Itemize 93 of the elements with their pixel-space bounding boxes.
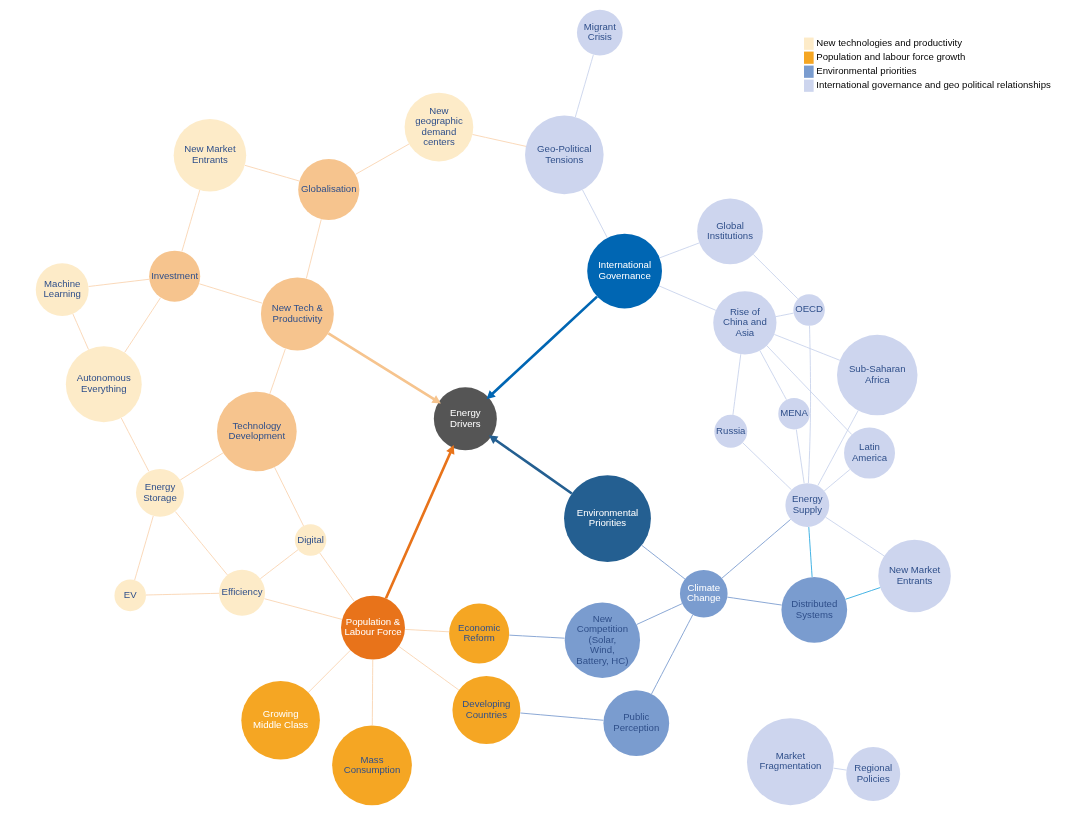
connector (269, 348, 286, 395)
node-circle: Energy Storage (136, 468, 184, 517)
connector (404, 628, 450, 633)
node-circle: Growing Middle Class (241, 681, 320, 760)
connector (658, 285, 717, 311)
connector (766, 345, 853, 435)
connector (752, 254, 799, 300)
connector (659, 242, 700, 259)
node-circle: New Competition (Solar, Wind, Battery, HC) (564, 602, 641, 678)
arrow (327, 332, 441, 404)
node-circle: Developing Countries (452, 676, 521, 744)
connector (174, 511, 228, 576)
node-circle: Market Fragmentation (746, 718, 834, 806)
legend-label: New technologies and productivity (816, 37, 963, 49)
connector (120, 417, 150, 472)
connector (355, 143, 410, 175)
connector (833, 767, 847, 771)
node-circle: Machine Learning (35, 263, 89, 317)
node-circle: Russia (714, 414, 748, 448)
node-circle: Energy Supply (785, 483, 830, 527)
connector (721, 519, 791, 579)
connector (582, 189, 608, 239)
connector (145, 592, 220, 596)
node-circle: Population & Labour Force (341, 595, 405, 660)
connector (72, 313, 89, 350)
node-circle: Technology Development (217, 391, 297, 472)
connector (823, 469, 851, 492)
node-circle: Public Perception (603, 690, 670, 757)
connector (259, 549, 299, 580)
connector (636, 603, 683, 625)
arrow (384, 445, 455, 599)
connector (179, 452, 224, 481)
node-circle: Latin America (844, 427, 895, 479)
connector (198, 283, 263, 304)
connector (808, 526, 813, 578)
connector (759, 350, 787, 401)
connector (519, 712, 604, 721)
connector (319, 552, 355, 602)
node-circle: Climate Change (679, 569, 728, 618)
connector (274, 466, 304, 527)
legend-label: Environmental priorities (816, 65, 917, 77)
node-circle: Migrant Crisis (576, 9, 623, 56)
node-circle: New Market Entrants (173, 119, 247, 192)
connector (398, 646, 460, 691)
node-circle: Efficiency (219, 569, 266, 616)
connector (244, 164, 300, 182)
connector (264, 598, 343, 620)
node-circle: Sub-Saharan Africa (837, 334, 918, 416)
connector (574, 54, 594, 118)
arrow (486, 295, 598, 400)
node-circle: OECD (793, 294, 825, 326)
node-circle: New Market Entrants (878, 539, 951, 613)
node-circle: EV (114, 579, 146, 612)
legend-label: International governance and geo political relationships (816, 79, 1051, 91)
connector (845, 587, 881, 600)
connector (775, 312, 794, 318)
connector (732, 353, 742, 416)
connector (508, 634, 566, 639)
node-circle: New Tech & Productivity (260, 277, 334, 351)
connector (795, 428, 805, 484)
legend-label: Population and labour force growth (816, 51, 966, 63)
connector (371, 659, 374, 726)
connector (472, 134, 527, 147)
node-circle: MENA (778, 397, 810, 430)
node-circle: Regional Policies (846, 747, 901, 802)
connector (726, 596, 783, 606)
connector (817, 410, 859, 487)
node-circle: International Governance (587, 233, 662, 309)
arrow (488, 435, 573, 495)
node-circle: Investment (149, 250, 201, 302)
connector (807, 325, 811, 484)
connector (124, 297, 161, 353)
node-circle: Mass Consumption (332, 725, 412, 806)
node-circle: New geographic demand centers (404, 92, 474, 162)
node-circle: Environmental Priorities (564, 475, 651, 562)
connector (305, 218, 322, 279)
connector (651, 614, 694, 695)
node-circle: Geo-Political Tensions (525, 115, 604, 195)
node-circle: Globalisation (298, 158, 360, 221)
connector (134, 515, 154, 581)
node-circle: Digital (294, 524, 327, 556)
connector (825, 516, 885, 557)
connector (742, 442, 792, 491)
connector (641, 544, 686, 580)
connector (88, 278, 150, 287)
node-circle: Economic Reform (449, 603, 510, 664)
connector (181, 189, 201, 252)
node-circle: Autonomous Everything (65, 346, 142, 423)
node-circle: Distributed Systems (781, 576, 848, 643)
connector (773, 334, 841, 361)
node-circle: Rise of China and Asia (713, 291, 777, 355)
connector (307, 650, 351, 693)
node-circle: Global Institutions (697, 198, 763, 265)
